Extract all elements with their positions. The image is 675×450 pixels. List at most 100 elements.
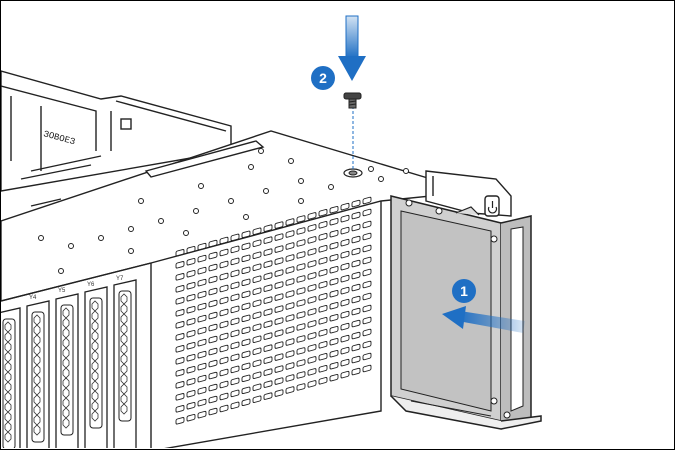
vent-slot — [274, 245, 284, 253]
vent-slot — [296, 311, 306, 319]
vent-slot — [274, 269, 284, 277]
mounting-hole — [128, 226, 134, 232]
vent-slot — [197, 350, 207, 359]
vent-slot — [197, 302, 207, 311]
vent-slot — [175, 273, 185, 281]
vent-slot — [362, 196, 372, 205]
vent-slot — [340, 322, 350, 331]
vent-slot — [307, 224, 317, 232]
vent-slot — [340, 346, 350, 355]
drive-carrier[interactable] — [26, 300, 50, 448]
vent-slot — [263, 224, 273, 232]
mounting-hole — [288, 158, 294, 164]
vent-slot — [296, 347, 306, 355]
vent-slot — [186, 366, 196, 374]
vent-slot — [175, 261, 185, 269]
drive-carrier[interactable] — [113, 279, 137, 448]
vent-slot — [241, 326, 251, 335]
vent-slot — [329, 206, 339, 214]
vent-slot — [241, 230, 251, 239]
vent-slot — [241, 338, 251, 347]
bay-label-y4: Y4 — [29, 295, 37, 301]
vent-slot — [318, 257, 328, 265]
vent-slot — [186, 306, 196, 314]
mounting-hole — [328, 184, 334, 190]
vent-slot — [340, 226, 350, 235]
vent-slot — [296, 323, 306, 331]
vent-slot — [296, 227, 306, 235]
vent-slot — [230, 245, 240, 254]
vent-slot — [186, 402, 196, 410]
vent-slot — [186, 330, 196, 338]
vent-slot — [351, 199, 361, 208]
drive-carrier[interactable] — [55, 293, 79, 448]
vent-slot — [241, 290, 251, 299]
vent-slot — [296, 371, 306, 379]
vent-slot — [230, 353, 240, 362]
vent-slot — [351, 367, 361, 376]
vent-slot — [351, 271, 361, 280]
expansion-bracket[interactable] — [390, 195, 542, 430]
vent-slot — [186, 270, 196, 278]
vent-slot — [219, 236, 229, 245]
vent-slot — [197, 326, 207, 335]
vent-slot — [318, 305, 328, 313]
vent-slot — [208, 395, 218, 404]
vent-slot — [241, 314, 251, 323]
callout-2: 2 — [311, 66, 335, 90]
vent-slot — [208, 347, 218, 356]
mounting-hole — [248, 164, 254, 170]
vent-slot — [362, 304, 372, 313]
drive-carrier[interactable] — [84, 286, 108, 448]
vent-slot — [285, 266, 295, 274]
vent-slot — [252, 275, 262, 283]
mounting-hole — [298, 198, 304, 204]
vent-slot — [274, 365, 284, 373]
vent-slot — [274, 221, 284, 229]
vent-slot — [340, 358, 350, 367]
vent-slot — [362, 244, 372, 253]
vent-slot — [274, 341, 284, 349]
vent-slot — [296, 239, 306, 247]
vent-slot — [329, 302, 339, 310]
vent-slot — [274, 305, 284, 313]
vent-slot — [318, 353, 328, 361]
vent-slot — [362, 256, 372, 265]
vent-slot — [296, 299, 306, 307]
vent-slot — [230, 377, 240, 386]
vent-slot — [340, 274, 350, 283]
vent-slot — [329, 218, 339, 226]
vent-slot — [230, 233, 240, 242]
vent-slot — [307, 344, 317, 352]
mounting-hole — [228, 198, 234, 204]
vent-slot — [252, 335, 262, 343]
vent-slot — [186, 378, 196, 386]
drive-carrier[interactable] — [1, 307, 21, 448]
vent-slot — [241, 242, 251, 251]
vent-slot — [263, 296, 273, 304]
vent-slot — [230, 269, 240, 278]
vent-slot — [296, 359, 306, 367]
vent-slot — [241, 398, 251, 407]
step-1-arrow — [442, 306, 525, 333]
vent-slot — [307, 236, 317, 244]
vent-slot — [197, 374, 207, 383]
vent-slot — [263, 248, 273, 256]
vent-slot — [329, 362, 339, 370]
vent-slot — [252, 299, 262, 307]
vent-slot — [285, 350, 295, 358]
vent-slot — [197, 362, 207, 371]
vent-slot — [252, 323, 262, 331]
callout-1: 1 — [452, 279, 476, 303]
vent-slot — [318, 209, 328, 217]
vent-slot — [197, 242, 207, 251]
vent-slot — [252, 227, 262, 235]
vent-slot — [351, 319, 361, 328]
vent-slot — [274, 233, 284, 241]
vent-slot — [230, 293, 240, 302]
vent-slot — [230, 389, 240, 398]
vent-slot — [219, 308, 229, 317]
vent-slot — [318, 245, 328, 253]
vent-slot — [351, 235, 361, 244]
vent-slot — [296, 335, 306, 343]
